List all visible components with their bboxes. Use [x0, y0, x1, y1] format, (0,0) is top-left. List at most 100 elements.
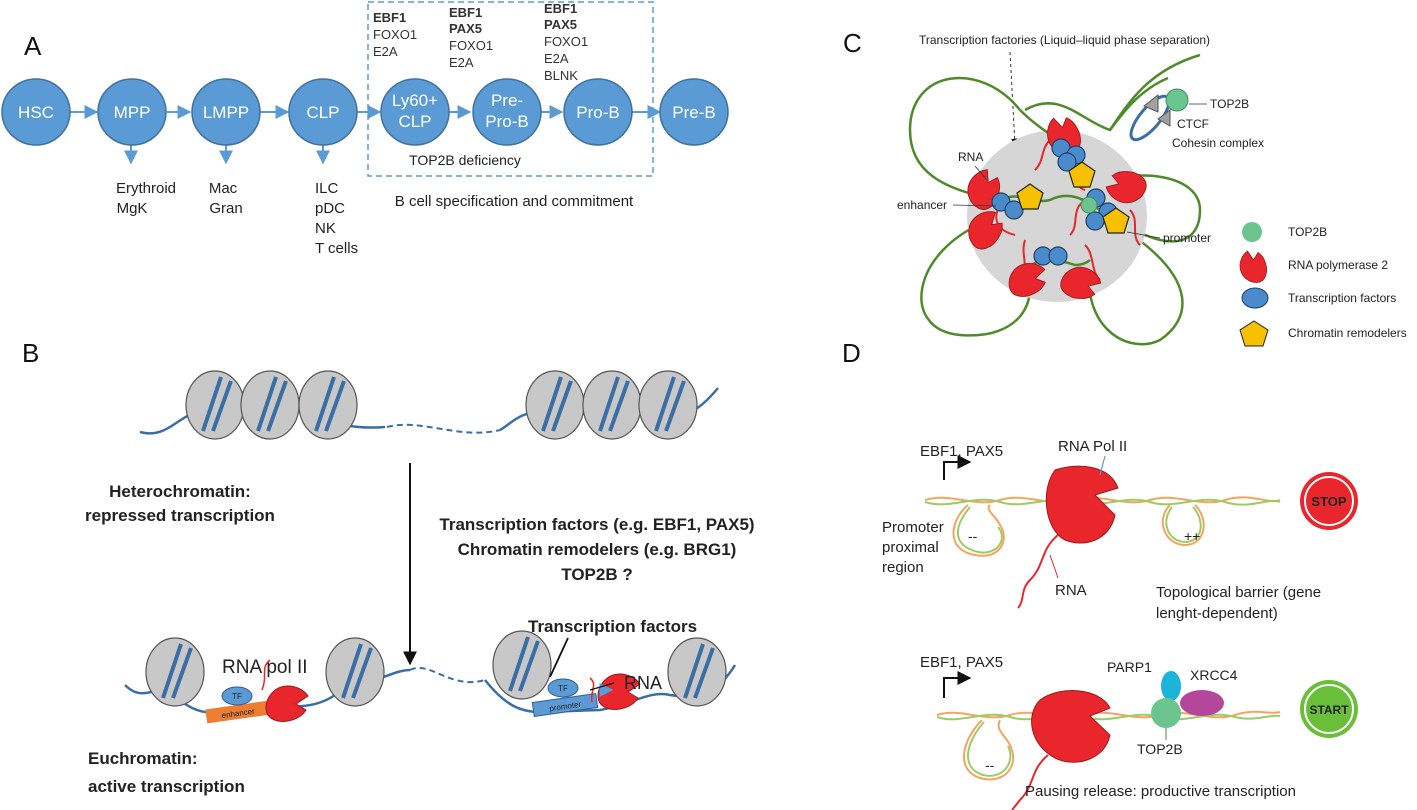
ly60-factor-2: FOXO1: [373, 27, 417, 42]
rna-strand-bottom: [1011, 754, 1049, 810]
node-ly60-clp: [380, 78, 450, 146]
node-prepro-label-1: Pre-: [491, 91, 523, 110]
heterochromatin-subtitle: repressed transcription: [85, 506, 275, 525]
transcription-factors-c: [991, 138, 1118, 266]
promoter-line-3: region: [882, 559, 924, 576]
node-prob-label: Pro-B: [576, 103, 619, 122]
panel-label-a: A: [24, 31, 42, 61]
start-label: START: [1309, 703, 1349, 717]
legend-c: TOP2B RNA polymerase 2 Transcription fac…: [1239, 222, 1407, 347]
node-lmpp: [191, 78, 261, 146]
promoter-line-2: proximal: [882, 539, 939, 556]
node-mpp: [97, 78, 167, 146]
factories-title: Transcription factories (Liquid–liquid p…: [919, 33, 1210, 47]
legend-tf: Transcription factors: [1288, 291, 1396, 305]
barrier-line-2: lenght-dependent): [1156, 605, 1278, 622]
enhancer-complex: enhancer TF RNA pol II: [205, 657, 309, 724]
top2b-deficiency-box: [367, 1, 654, 177]
b-cell-caption: B cell specification and commitment: [395, 193, 634, 210]
prepro-factor-3: FOXO1: [449, 38, 493, 53]
prob-factor-4: E2A: [544, 51, 569, 66]
prob-factor-1: EBF1: [544, 1, 577, 16]
node-hsc: [1, 78, 71, 146]
legend-polymerase: RNA polymerase 2: [1288, 258, 1388, 272]
positive-supercoil: ++: [1184, 528, 1200, 544]
prob-factor-5: BLNK: [544, 68, 578, 83]
panel-label-c: C: [843, 28, 862, 58]
enhancer-label-c: enhancer: [897, 198, 947, 212]
negative-supercoil-bottom: --: [985, 757, 995, 773]
top2b-protein-d: [1151, 698, 1181, 728]
ly60-factor-3: E2A: [373, 44, 398, 59]
factors-line-2: Chromatin remodelers (e.g. BRG1): [458, 540, 737, 559]
euchromatin-strand: [124, 629, 737, 714]
ly60-factor-1: EBF1: [373, 10, 406, 25]
barrier-line-1: Topological barrier (gene: [1156, 584, 1321, 601]
promoter-complex: promoter TF Transcription factors RNA: [528, 617, 697, 717]
rna-strand-top: [1017, 534, 1059, 609]
node-lmpp-label: LMPP: [203, 103, 249, 122]
ctcf-label: CTCF: [1177, 117, 1209, 131]
legend-top2b: TOP2B: [1288, 225, 1327, 239]
promoter-line-1: Promoter: [882, 519, 944, 536]
transcription-factors-label: Transcription factors: [528, 617, 697, 636]
enhancer-element: [205, 700, 271, 724]
branch-pdc: pDC: [315, 200, 345, 217]
lineage-nodes: HSC MPP LMPP CLP Ly60+ CLP Pre- Pro-B Pr…: [1, 78, 729, 146]
tf-promoter: [547, 678, 579, 698]
transcription-factory: [967, 130, 1147, 302]
node-clp-label: CLP: [306, 103, 339, 122]
dna-top: [924, 496, 1281, 557]
rna-pol-ii-label: RNA pol II: [222, 657, 308, 678]
cohesin-ctcf: [1129, 88, 1189, 142]
branch-labels: Erythroid MgK Mac Gran ILC pDC NK T cell…: [116, 180, 358, 257]
tss-arrow-bottom: [943, 671, 972, 698]
pol-ii-bottom: [1031, 690, 1111, 763]
parp1-label: PARP1: [1107, 659, 1152, 675]
euchromatin-subtitle: active transcription: [88, 777, 245, 796]
stop-label: STOP: [1311, 494, 1346, 509]
top2b-label-d: TOP2B: [1137, 741, 1183, 757]
factor-lists: EBF1 FOXO1 E2A EBF1 PAX5 FOXO1 E2A EBF1 …: [373, 1, 588, 83]
legend-top2b-icon: [1242, 222, 1262, 242]
pausing-release-label: Pausing release: productive transcriptio…: [1025, 783, 1296, 800]
prepro-factor-2: PAX5: [449, 21, 482, 36]
negative-supercoil-top: --: [968, 528, 978, 544]
node-mpp-label: MPP: [114, 103, 151, 122]
start-sign: START: [1300, 680, 1358, 738]
top2b-in-factory: [1080, 196, 1098, 214]
dna-bottom: [936, 710, 1281, 781]
legend-remodeler: Chromatin remodelers: [1288, 326, 1407, 340]
node-clp: [288, 78, 358, 146]
prob-factor-3: FOXO1: [544, 34, 588, 49]
node-ly60-label-2: CLP: [398, 112, 431, 131]
node-pre-b: [659, 78, 729, 146]
remodelers-c: [1016, 161, 1130, 234]
node-pro-b: [563, 78, 633, 146]
tf-enhancer: [221, 686, 253, 706]
heterochromatin-title: Heterochromatin:: [109, 482, 251, 501]
euchromatin-title: Euchromatin:: [88, 749, 198, 768]
node-hsc-label: HSC: [18, 103, 54, 122]
node-pre-pro-b: [472, 78, 542, 146]
promoter-label-c: promoter: [1163, 231, 1211, 245]
branch-nk: NK: [315, 220, 336, 237]
prepro-factor-4: E2A: [449, 55, 474, 70]
cohesin-label: Cohesin complex: [1172, 136, 1264, 150]
top-factor-label: EBF1, PAX5: [920, 443, 1003, 460]
branch-mac: Mac: [209, 180, 238, 197]
legend-remodeler-icon: [1239, 320, 1269, 347]
panel-label-d: D: [842, 338, 861, 368]
node-prepro-label-2: Pro-B: [485, 112, 528, 131]
tf-promoter-label: TF: [558, 684, 568, 693]
rna-label-b: RNA: [624, 673, 662, 693]
rna-label-d: RNA: [1055, 582, 1087, 599]
tf-enhancer-label: TF: [232, 692, 242, 701]
branch-erythroid: Erythroid: [116, 180, 176, 197]
legend-tf-icon: [1241, 287, 1269, 309]
chromatin-loops: [908, 53, 1202, 346]
bottom-factor-label: EBF1, PAX5: [920, 654, 1003, 671]
branch-t-cells: T cells: [315, 240, 358, 257]
factors-line-3: TOP2B ?: [561, 565, 632, 584]
